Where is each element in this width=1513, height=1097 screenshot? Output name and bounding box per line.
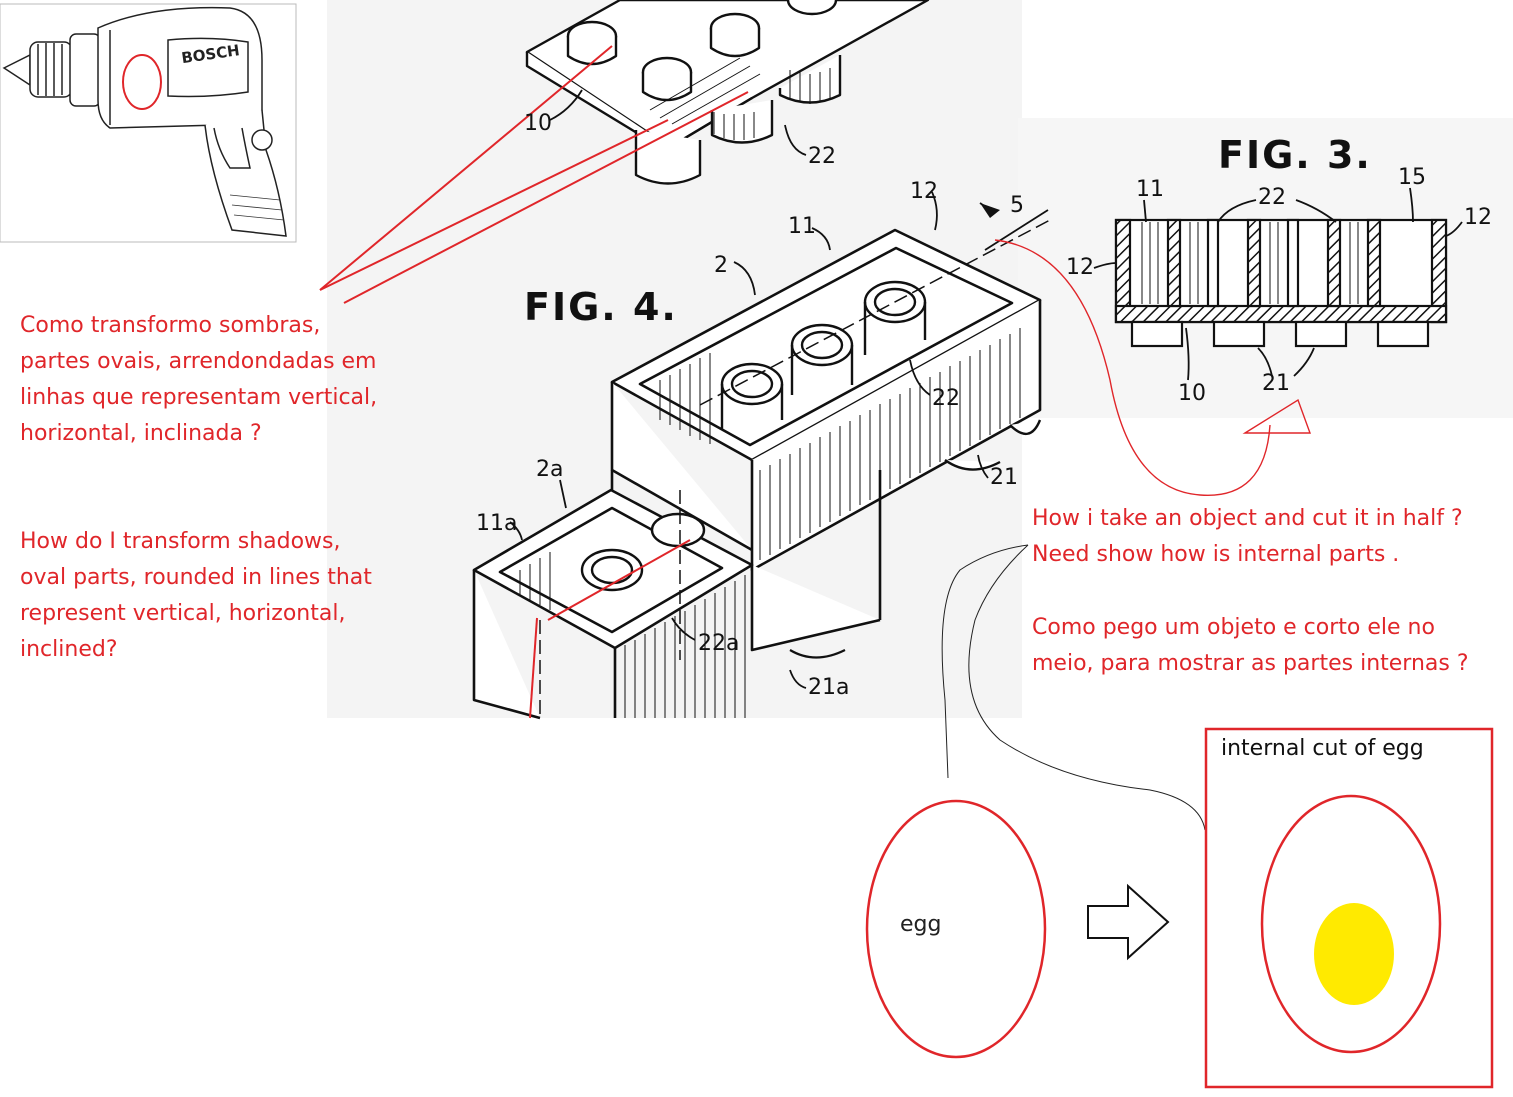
fig4-label-2: 2 — [714, 253, 728, 278]
fig3-title: FIG. 3. — [1218, 133, 1372, 177]
fig4-label-12: 12 — [910, 179, 938, 204]
note-line: inclined? — [20, 637, 118, 662]
note-en-cut: How i take an object and cut it in half … — [1032, 501, 1463, 573]
fig4-label-5: 5 — [1010, 193, 1024, 218]
drill-highlight-ellipse — [122, 54, 162, 110]
note-line: Como pego um objeto e corto ele no — [1032, 615, 1435, 640]
fig4-label-22-top: 22 — [808, 144, 836, 169]
cut-egg-white — [1260, 794, 1442, 1054]
fig4-label-2a: 2a — [536, 457, 563, 482]
note-line: How do I transform shadows, — [20, 529, 341, 554]
fig4-label-22: 22 — [932, 386, 960, 411]
egg-label: egg — [900, 912, 942, 937]
fig4-title: FIG. 4. — [524, 285, 678, 329]
drill-illustration: BOSCH — [0, 3, 297, 243]
note-line: How i take an object and cut it in half … — [1032, 506, 1463, 531]
note-line: horizontal, inclinada ? — [20, 421, 262, 446]
fig3-label-12-left: 12 — [1066, 255, 1094, 280]
fig3-label-11: 11 — [1136, 177, 1164, 202]
fig4-label-22a: 22a — [698, 631, 739, 656]
cut-box-title: internal cut of egg — [1221, 736, 1424, 761]
right-arrow-icon — [1087, 883, 1170, 961]
fig3-label-12-right: 12 — [1464, 205, 1492, 230]
note-line: linhas que representam vertical, — [20, 385, 378, 410]
note-line: represent vertical, horizontal, — [20, 601, 346, 626]
fig3-label-15: 15 — [1398, 165, 1426, 190]
fig3-label-22: 22 — [1258, 185, 1286, 210]
fig3-label-21: 21 — [1262, 371, 1290, 396]
cut-egg-frame — [1204, 727, 1494, 1089]
note-line: meio, para mostrar as partes internas ? — [1032, 651, 1469, 676]
note-pt-shadows: Como transformo sombras, partes ovais, a… — [20, 308, 377, 452]
fig4-label-11: 11 — [788, 214, 816, 239]
note-line: partes ovais, arrendondadas em — [20, 349, 377, 374]
fig4-label-21a: 21a — [808, 675, 849, 700]
fig4-label-21: 21 — [990, 465, 1018, 490]
note-line: Need show how is internal parts . — [1032, 542, 1400, 567]
note-pt-cut: Como pego um objeto e corto ele no meio,… — [1032, 610, 1469, 682]
note-line: oval parts, rounded in lines that — [20, 565, 372, 590]
lego-fig3-section: FIG. 3. 11 22 15 12 12 10 21 — [1066, 133, 1492, 406]
note-line: Como transformo sombras, — [20, 313, 321, 338]
fig3-label-10: 10 — [1178, 381, 1206, 406]
whole-egg-outline — [865, 799, 1047, 1059]
egg-yolk — [1314, 903, 1394, 1005]
fig4-label-10: 10 — [524, 111, 552, 136]
note-en-shadows: How do I transform shadows, oval parts, … — [20, 524, 372, 668]
